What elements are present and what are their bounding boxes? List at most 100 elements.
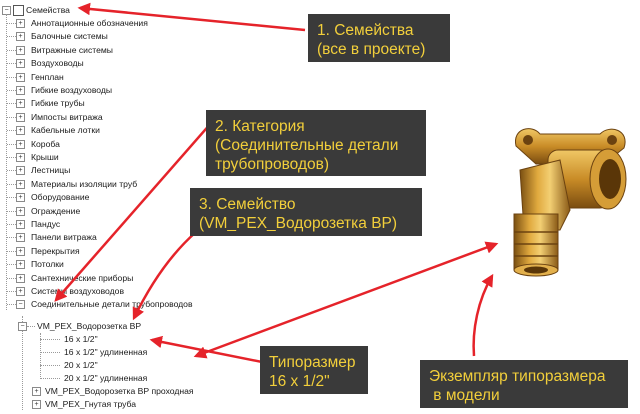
tree-branch-line — [7, 116, 16, 118]
tree-branch-line — [7, 291, 16, 292]
callout-line: (VM_PEX_Водорозетка ВР) — [199, 215, 398, 232]
callout-line: 2. Категория — [215, 118, 305, 135]
callout-families: 1. Семейства (все в проекте) — [308, 14, 450, 62]
arrow-to-type — [149, 335, 273, 366]
expand-toggle-icon[interactable]: + — [16, 193, 25, 203]
tree-category-label: Потолки — [31, 259, 64, 270]
callout-line: 1. Семейства — [317, 22, 414, 39]
tree-category-label: Воздуховоды — [31, 58, 84, 69]
tree-family-label: VM_PEX_Водорозетка ВР проходная — [45, 386, 194, 396]
tree-branch-line — [7, 157, 16, 158]
tree-category-label: Импосты витража — [31, 111, 103, 122]
expand-toggle-icon[interactable]: + — [16, 99, 25, 109]
tree-category-label: Соединительные детали трубопроводов — [31, 299, 193, 310]
expand-toggle-icon[interactable]: + — [16, 32, 25, 42]
callout-line: трубопроводов) — [215, 156, 330, 173]
tree-branch-line — [7, 103, 16, 105]
tree-category-label: Кабельные лотки — [31, 125, 100, 136]
tree-category-label: Оборудование — [31, 192, 90, 203]
callout-line: 3. Семейство — [199, 196, 296, 213]
expand-toggle-icon[interactable]: + — [16, 112, 25, 122]
tree-branch-line — [7, 264, 16, 266]
tree-branch-line — [40, 378, 60, 379]
tree-root-label: Семейства — [26, 5, 70, 15]
tree-branch-line — [7, 224, 16, 225]
callout-type: Типоразмер 16 x 1/2" — [260, 346, 368, 394]
callout-category: 2. Категория (Соединительные детали труб… — [206, 110, 426, 176]
expand-toggle-icon[interactable]: + — [16, 206, 25, 216]
collapse-toggle-icon[interactable]: − — [16, 300, 25, 310]
tree-category-label: Системы воздуховодов — [31, 286, 125, 296]
tree-category-label: Крыши — [31, 152, 59, 162]
callout-line: в модели — [429, 387, 500, 404]
callout-line: Экземпляр типоразмера — [429, 368, 606, 385]
callout-family: 3. Семейство (VM_PEX_Водорозетка ВР) — [190, 188, 422, 236]
tree-branch-line — [40, 365, 60, 366]
tree-branch-line — [7, 210, 16, 212]
arrow-to-model-instance — [472, 273, 494, 357]
expand-toggle-icon[interactable]: + — [16, 139, 25, 149]
expand-toggle-icon[interactable]: + — [16, 45, 25, 55]
expand-toggle-icon[interactable]: + — [16, 273, 25, 283]
tree-branch-line — [7, 250, 16, 252]
tree-category-label: Короба — [31, 138, 60, 149]
callout-line: 16 x 1/2" — [269, 373, 330, 390]
expand-toggle-icon[interactable]: + — [16, 19, 25, 28]
tree-family-label: VM_PEX_Водорозетка ВР — [37, 321, 142, 331]
tree-branch-line — [7, 197, 16, 199]
expand-toggle-icon[interactable]: + — [16, 179, 25, 189]
expand-toggle-icon[interactable]: + — [16, 166, 25, 176]
callout-line: (Соединительные детали — [215, 137, 399, 154]
tree-category-label: Ограждение — [31, 205, 81, 216]
tree-category-label: Материалы изоляции труб — [31, 178, 138, 189]
tree-category-label: Балочные системы — [31, 31, 108, 42]
tree-category-label: Генплан — [31, 71, 64, 82]
expand-toggle-icon[interactable]: + — [32, 387, 41, 396]
tree-category-label: Пандус — [31, 219, 61, 229]
tree-branch-line — [7, 304, 16, 306]
arrow-to-family — [132, 231, 197, 321]
tree-branch-line — [7, 143, 16, 145]
expand-toggle-icon[interactable]: + — [16, 86, 25, 95]
expand-toggle-icon[interactable]: + — [16, 153, 25, 162]
tree-category-label: Лестницы — [31, 165, 71, 176]
tree-family-label: VM_PEX_Гнутая труба — [45, 399, 137, 409]
tree-branch-line — [40, 339, 60, 340]
tree-branch-line — [7, 36, 16, 38]
collapse-toggle-icon[interactable]: − — [18, 322, 27, 331]
expand-toggle-icon[interactable]: + — [16, 220, 25, 229]
expand-toggle-icon[interactable]: + — [16, 59, 25, 69]
expand-toggle-icon[interactable]: + — [16, 233, 25, 243]
tree-category-label: Гибкие воздуховоды — [31, 85, 113, 95]
tree-branch-line — [7, 76, 16, 78]
families-folder-icon — [13, 5, 24, 16]
tree-branch-line — [27, 326, 35, 327]
expand-toggle-icon[interactable]: + — [16, 260, 25, 270]
tree-guide-line — [22, 316, 23, 410]
tree-category-label: Сантехнические приборы — [31, 272, 134, 283]
tree-branch-line — [7, 23, 16, 24]
callout-line: (все в проекте) — [317, 41, 426, 58]
tree-branch-line — [7, 237, 16, 239]
arrow-to-category — [54, 121, 213, 302]
tree-branch-line — [7, 130, 16, 132]
tree-category-label: Гибкие трубы — [31, 98, 85, 109]
expand-toggle-icon[interactable]: + — [16, 126, 25, 136]
expand-toggle-icon[interactable]: + — [32, 400, 41, 409]
tree-branch-line — [40, 352, 60, 353]
tree-branch-line — [7, 277, 16, 279]
tree-branch-line — [7, 183, 16, 185]
type-label: 20 x 1/2" — [64, 360, 98, 370]
tree-branch-line — [7, 63, 16, 65]
tree-branch-line — [7, 90, 16, 91]
expand-toggle-icon[interactable]: + — [16, 287, 25, 296]
tree-guide-line — [40, 333, 41, 379]
expand-toggle-icon[interactable]: + — [16, 246, 25, 256]
arrow-to-families-root — [77, 2, 306, 32]
expand-toggle-icon[interactable]: + — [16, 72, 25, 82]
tree-category-label: Перекрытия — [31, 245, 80, 256]
callout-line: Типоразмер — [269, 354, 356, 371]
